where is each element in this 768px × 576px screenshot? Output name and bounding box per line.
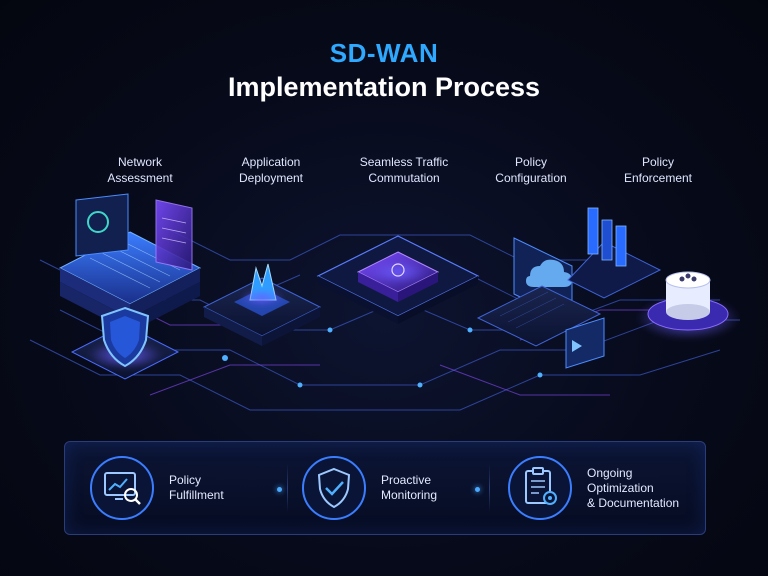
server-rack-illustration	[567, 207, 662, 299]
shield-check-icon	[302, 456, 366, 520]
feature-label-ongoing-optimization: Ongoing Optimization & Documentation	[587, 465, 680, 510]
monitor-chart-magnifier-icon	[90, 456, 154, 520]
feature-policy-fulfillment: Policy Fulfillment	[89, 442, 224, 534]
step-label-policy-configuration: Policy Configuration	[495, 155, 567, 185]
dashboard-screen-illustration	[75, 193, 193, 271]
panel-divider	[287, 464, 288, 512]
step-label-network-assessment: Network Assessment	[107, 155, 173, 185]
title-sd-wan: SD-WAN	[329, 38, 439, 68]
cloud-laptop-illustration	[476, 237, 602, 347]
isometric-network-scene	[29, 193, 740, 411]
panel-divider	[489, 464, 490, 512]
feature-proactive-monitoring: Proactive Monitoring	[301, 442, 437, 534]
shield-chip-illustration	[70, 306, 180, 380]
traffic-hub-illustration	[316, 235, 480, 324]
small-screen-illustration	[565, 317, 605, 369]
panel-dot	[475, 487, 480, 492]
clipboard-gear-icon	[508, 456, 572, 520]
panel-dot	[277, 487, 282, 492]
feature-label-proactive-monitoring: Proactive Monitoring	[381, 473, 438, 502]
feature-ongoing-optimization: Ongoing Optimization & Documentation	[507, 442, 679, 534]
app-deployment-illustration	[202, 263, 322, 346]
step-label-policy-enforcement: Policy Enforcement	[623, 155, 693, 185]
step-label-traffic-commutation: Seamless Traffic Commutation	[359, 155, 449, 185]
step-label-application-deployment: Application Deployment	[238, 155, 304, 185]
features-panel: Policy Fulfillment Proactive Monitoring …	[64, 441, 706, 535]
title-implementation-process: Implementation Process	[227, 72, 541, 102]
feature-label-policy-fulfillment: Policy Fulfillment	[169, 473, 224, 502]
enforcement-cylinder-illustration	[636, 271, 740, 340]
